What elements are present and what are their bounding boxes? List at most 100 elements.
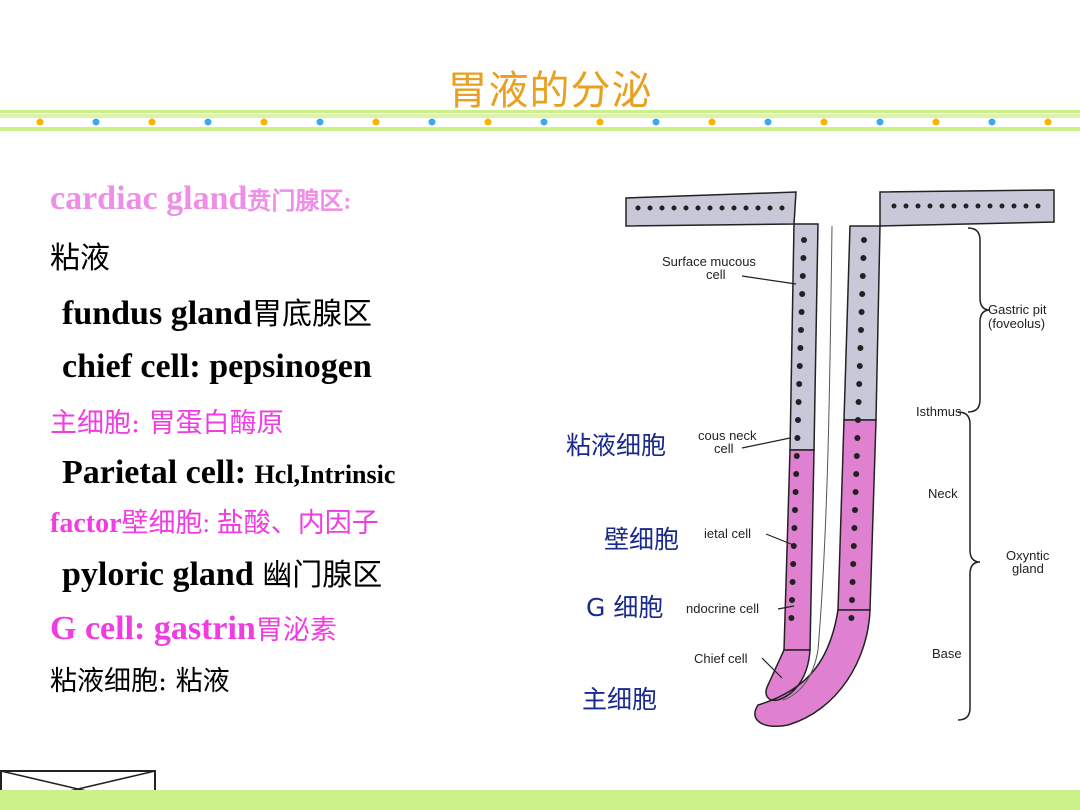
- cell-nucleus: [854, 435, 861, 441]
- parietal-cell-en: Parietal cell:: [62, 454, 247, 491]
- cell-nucleus: [788, 615, 795, 621]
- label-neck-cell: cell: [714, 441, 734, 456]
- label-parietal-cell-cn: 壁细胞: [604, 525, 680, 554]
- factor-cn: 壁细胞: 盐酸、内因子: [121, 508, 379, 538]
- chief-cell-cn-line: 主细胞: 胃蛋白酶原: [50, 408, 284, 439]
- cell-nucleus: [857, 345, 864, 351]
- label-chief-cell-cn: 主细胞: [582, 685, 658, 714]
- band-dot: [484, 118, 492, 126]
- cell-nucleus: [860, 255, 867, 261]
- cell-nucleus: [799, 291, 806, 297]
- pyloric-gland-en: pyloric gland: [62, 556, 254, 593]
- label-foveolus: (foveolus): [988, 316, 1045, 331]
- band-dot: [652, 118, 660, 126]
- cell-nucleus: [790, 561, 797, 567]
- cell-nucleus: [848, 615, 855, 621]
- cell-nucleus: [707, 205, 713, 211]
- cell-nucleus: [859, 291, 866, 297]
- label-oxyntic: Oxyntic: [1006, 548, 1050, 563]
- label-neck: Neck: [928, 486, 958, 501]
- band-dot: [260, 118, 268, 126]
- g-cell-line: G cell: gastrin胃泌素: [50, 612, 337, 646]
- cell-nucleus: [647, 205, 653, 211]
- band-dot: [316, 118, 324, 126]
- g-cell-cn: 胃泌素: [255, 615, 337, 645]
- cell-nucleus: [856, 381, 863, 387]
- label-gland: gland: [1012, 561, 1044, 576]
- band-dot: [876, 118, 884, 126]
- leader-neck: [741, 437, 791, 449]
- cell-nucleus: [767, 205, 773, 211]
- band-dot: [540, 118, 548, 126]
- label-parietal: ietal cell: [704, 526, 751, 541]
- gland-wall-right-upper: [843, 225, 881, 421]
- leader-chief: [761, 657, 783, 679]
- cell-nucleus: [795, 399, 802, 405]
- bracket-oxyntic: [957, 411, 981, 721]
- label-surface-cell: cell: [706, 267, 726, 282]
- mucus-line: 粘液: [50, 241, 110, 276]
- cell-nucleus: [999, 203, 1005, 209]
- cell-nucleus: [719, 205, 725, 211]
- cell-nucleus: [796, 363, 803, 369]
- page-title: 胃液的分泌: [447, 68, 653, 114]
- cell-nucleus: [789, 579, 796, 585]
- bracket-gastric-pit: [967, 227, 991, 413]
- cell-nucleus: [850, 561, 857, 567]
- cell-nucleus: [671, 205, 677, 211]
- cell-nucleus: [798, 327, 804, 333]
- cell-nucleus: [849, 579, 856, 585]
- cell-nucleus: [792, 489, 799, 495]
- cell-nucleus: [755, 205, 761, 211]
- cell-nucleus: [797, 345, 804, 351]
- band-dot: [204, 118, 212, 126]
- band-dot: [820, 118, 828, 126]
- band-dot: [1044, 118, 1052, 126]
- label-gastric-pit: Gastric pit: [988, 302, 1047, 317]
- cell-nucleus: [796, 381, 803, 387]
- footer-band: [0, 790, 1080, 810]
- title-divider-band: [0, 110, 1080, 131]
- leader-parietal: [765, 533, 797, 547]
- cell-nucleus: [800, 255, 807, 261]
- gland-base: [754, 609, 871, 727]
- label-mucous-cell-cn: 粘液细胞: [566, 431, 667, 460]
- cell-nucleus: [683, 205, 689, 211]
- cardiac-gland-line: cardiac gland贲门腺区:: [50, 182, 351, 216]
- band-dot: [92, 118, 100, 126]
- cell-nucleus: [659, 205, 665, 211]
- cell-nucleus: [975, 203, 981, 209]
- cell-nucleus: [858, 327, 864, 333]
- gland-wall-right-lower: [837, 419, 877, 611]
- cell-nucleus: [779, 205, 785, 211]
- band-dot: [708, 118, 716, 126]
- label-g-cell-cn: G 细胞: [586, 593, 664, 622]
- label-base: Base: [932, 646, 962, 661]
- gland-lumen: [782, 225, 833, 701]
- label-chief: Chief cell: [694, 651, 748, 666]
- cell-nucleus: [853, 453, 860, 459]
- chief-cell-line: chief cell: pepsinogen: [62, 348, 372, 385]
- cardiac-gland-cn: 贲门腺区:: [247, 189, 352, 215]
- cell-nucleus: [792, 507, 798, 513]
- cell-nucleus: [852, 507, 858, 513]
- cell-nucleus: [858, 309, 865, 315]
- cell-nucleus: [793, 453, 800, 459]
- cell-nucleus: [731, 205, 737, 211]
- label-isthmus: Isthmus: [916, 404, 962, 419]
- cell-nucleus: [791, 525, 798, 531]
- cell-nucleus: [794, 435, 801, 441]
- cell-nucleus: [798, 309, 805, 315]
- label-neck-mucous: cous neck: [698, 428, 757, 443]
- cell-nucleus: [795, 417, 801, 423]
- cell-nucleus: [1011, 203, 1017, 209]
- gland-wall-left-lower: [783, 449, 815, 651]
- cell-nucleus: [859, 273, 866, 279]
- cell-nucleus: [855, 399, 862, 405]
- gastric-gland-diagram: Surface mucous cell cous neck cell ietal…: [618, 180, 1068, 740]
- band-dot: [36, 118, 44, 126]
- cell-nucleus: [903, 203, 909, 209]
- cell-nucleus: [695, 205, 701, 211]
- cell-nucleus: [850, 543, 857, 549]
- cell-nucleus: [861, 237, 867, 243]
